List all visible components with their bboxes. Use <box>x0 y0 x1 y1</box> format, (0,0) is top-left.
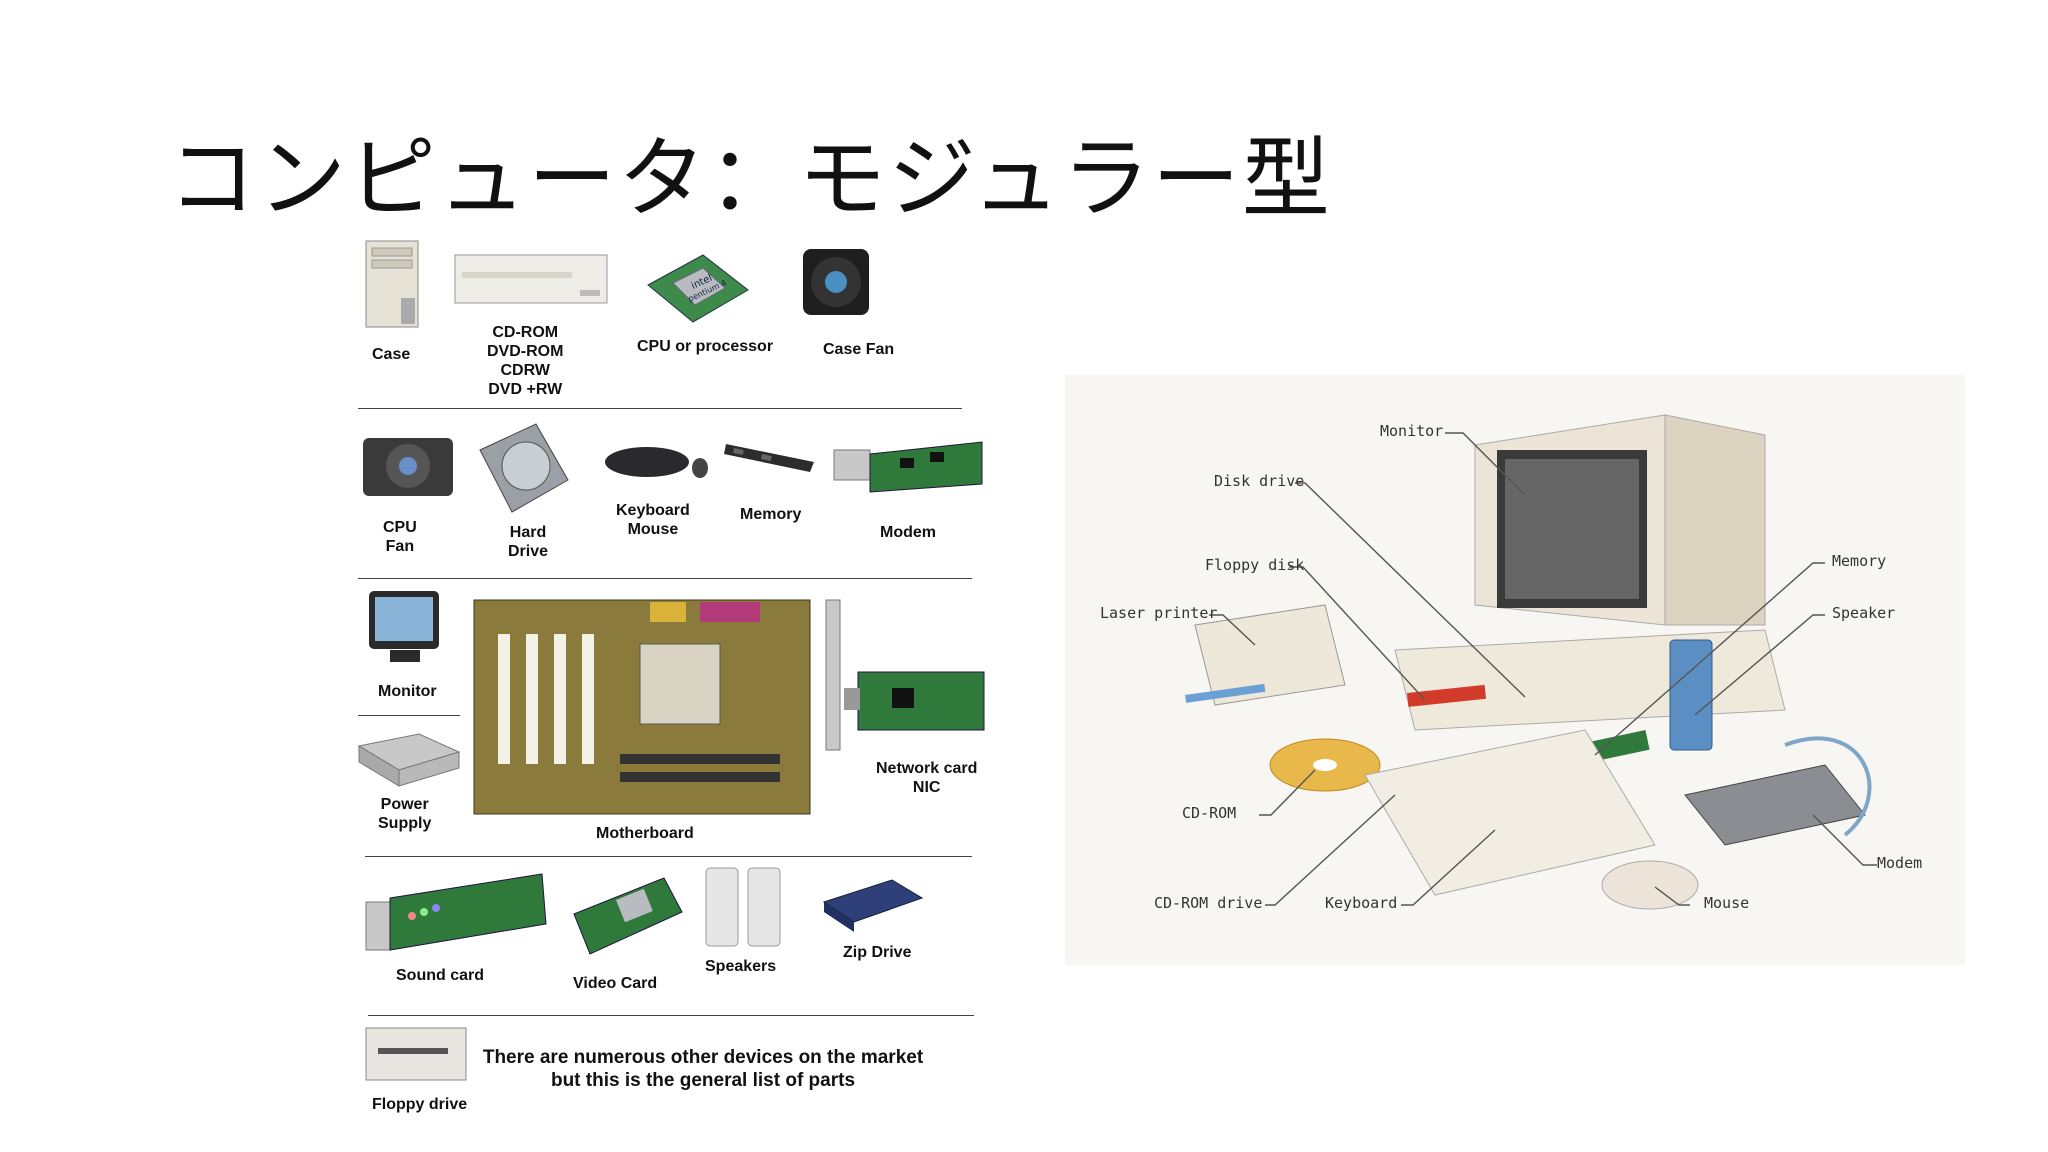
label-motherboard: Motherboard <box>596 825 694 842</box>
sound-card-image <box>365 873 547 951</box>
callout-floppy-disk: Floppy disk <box>1205 556 1305 574</box>
modem-shape <box>1684 764 1866 846</box>
video-card-image <box>573 877 683 955</box>
motherboard-image <box>473 599 811 815</box>
callout-disk-drive: Disk drive <box>1214 472 1305 490</box>
divider-row4 <box>368 1015 974 1016</box>
label-power-supply: Power Supply <box>378 796 432 832</box>
label-keyboard-mouse: Keyboard Mouse <box>616 502 690 538</box>
computer-diagram-art <box>1185 414 1877 910</box>
power-supply-image <box>357 733 461 787</box>
floppy-drive-image <box>365 1027 467 1081</box>
case-fan-image <box>803 249 869 315</box>
callout-laser-printer: Laser printer <box>1100 604 1218 622</box>
label-network-card: Network card NIC <box>876 760 978 796</box>
laser-printer-shape <box>1194 604 1346 706</box>
label-speakers: Speakers <box>705 958 777 975</box>
cpu-fan-image <box>363 438 453 496</box>
speakers-image <box>705 867 781 947</box>
callout-speaker: Speaker <box>1832 604 1896 622</box>
callout-cd-rom: CD-ROM <box>1182 804 1237 822</box>
label-modem: Modem <box>880 524 936 541</box>
speaker-shape <box>1669 639 1713 751</box>
label-monitor: Monitor <box>378 683 437 700</box>
system-unit <box>1394 629 1786 731</box>
mouse-shape <box>1601 860 1699 910</box>
callout-mouse: Mouse <box>1704 894 1750 912</box>
divider-row3 <box>365 856 972 857</box>
label-memory: Memory <box>740 506 802 523</box>
label-hard-drive: Hard Drive <box>508 524 549 560</box>
label-case-fan: Case Fan <box>823 341 895 358</box>
callout-monitor: Monitor <box>1380 422 1444 440</box>
network-card-image <box>825 599 985 751</box>
divider-row1 <box>358 408 962 409</box>
keyboard-shape <box>1364 729 1656 896</box>
cpu-image: intel pentium 4 <box>647 254 749 323</box>
modem-card-image <box>833 441 983 493</box>
callout-modem: Modem <box>1877 854 1923 872</box>
memory-image <box>724 444 814 472</box>
label-optical-drives: CD-ROM DVD-ROM CDRW DVD +RW <box>487 324 564 398</box>
divider-row2 <box>358 578 972 579</box>
label-floppy-drive: Floppy drive <box>372 1096 468 1113</box>
monitor-image <box>369 591 439 662</box>
hard-drive-image <box>479 423 569 513</box>
case-image <box>365 240 419 328</box>
label-cpu-fan: CPU Fan <box>383 519 417 555</box>
parts-note: There are numerous other devices on the … <box>482 1047 924 1091</box>
cd-rom-drive-image <box>454 254 608 304</box>
label-zip-drive: Zip Drive <box>843 944 912 961</box>
callout-keyboard: Keyboard <box>1325 894 1398 912</box>
label-sound-card: Sound card <box>396 967 485 984</box>
divider-monitor-power <box>358 715 460 716</box>
keyboard-mouse-image <box>605 447 708 478</box>
callout-memory: Memory <box>1832 552 1887 570</box>
slide-title: コンピュータ：モジュラー型 <box>168 127 1332 230</box>
label-cpu: CPU or processor <box>637 338 774 355</box>
callout-cd-rom-drive: CD-ROM drive <box>1154 894 1263 912</box>
zip-drive-image <box>822 879 924 932</box>
label-video-card: Video Card <box>573 975 658 992</box>
floppy-disk-shape <box>1407 684 1487 707</box>
label-case: Case <box>372 346 411 363</box>
computer-diagram: Monitor Disk drive Floppy disk Laser pri… <box>1065 375 1965 965</box>
